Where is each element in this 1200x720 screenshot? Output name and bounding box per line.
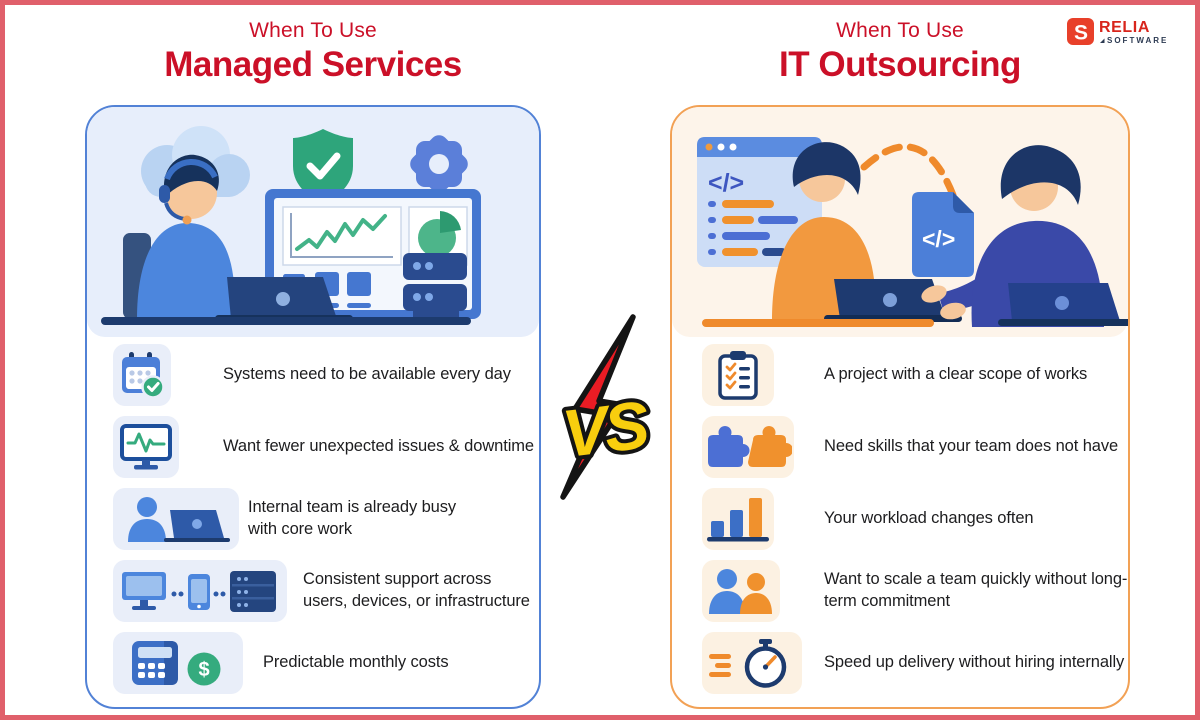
list-item-text: A project with a clear scope of works xyxy=(824,364,1088,383)
dollar-glyph: $ xyxy=(198,659,209,681)
list-item: Speed up delivery without hiring interna… xyxy=(702,631,1128,694)
stopwatch-speed-icon xyxy=(702,631,802,694)
calculator-dollar-icon: $ xyxy=(113,631,243,694)
lightning-bolt-icon xyxy=(560,314,636,500)
monitor-pulse-icon xyxy=(113,415,179,478)
list-item: Want fewer unexpected issues & downtime xyxy=(113,415,539,478)
file-code-glyph: </> xyxy=(922,226,955,252)
list-item: Your workload changes often xyxy=(702,487,1128,550)
calendar-check-icon xyxy=(113,343,171,406)
list-item-text: Your workload changes often xyxy=(824,508,1034,527)
managed-services-list: Systems need to be available every day W… xyxy=(87,337,539,694)
it-outsourcing-list: A project with a clear scope of works Ne… xyxy=(672,337,1128,694)
list-item-text: Predictable monthly costs xyxy=(263,652,449,671)
gear-icon xyxy=(410,135,468,193)
left-title: Managed Services xyxy=(164,45,462,84)
outsourcing-handoff-illustration: </> xyxy=(697,137,1128,327)
list-item: Want to scale a team quickly without lon… xyxy=(702,559,1128,622)
list-item: Systems need to be available every day xyxy=(113,343,539,406)
left-eyebrow: When To Use xyxy=(249,19,377,42)
server-stack-icon xyxy=(403,253,467,317)
vs-badge: VS xyxy=(547,311,667,506)
line-chart-icon xyxy=(295,214,387,251)
managed-services-illustration xyxy=(87,107,539,337)
pie-chart-icon xyxy=(418,211,461,257)
devices-network-icon xyxy=(113,559,287,622)
list-item-text: Internal team is already busy with core … xyxy=(248,497,457,538)
list-item: A project with a clear scope of works xyxy=(702,343,1128,406)
right-eyebrow: When To Use xyxy=(836,19,964,42)
code-file-icon: </> xyxy=(912,192,974,277)
list-item-text: Consistent support across users, devices… xyxy=(303,569,530,610)
left-title-block: When To Use Managed Services xyxy=(85,19,541,85)
puzzle-pieces-icon xyxy=(702,415,794,478)
right-title: IT Outsourcing xyxy=(779,45,1021,84)
client-person xyxy=(921,145,1128,327)
vs-label: VS xyxy=(559,387,653,472)
list-item-text: Speed up delivery without hiring interna… xyxy=(824,652,1125,671)
headset-icon xyxy=(164,158,218,181)
it-outsourcing-panel: </> xyxy=(670,105,1130,709)
relia-software-logo: S RELIA SOFTWARE xyxy=(1067,15,1179,54)
logo-tagline: SOFTWARE xyxy=(1107,36,1168,45)
support-engineer-illustration xyxy=(101,126,481,325)
logo-name: RELIA xyxy=(1099,19,1150,36)
people-pair-icon xyxy=(702,559,780,622)
shield-check-icon xyxy=(293,129,353,204)
bar-chart-icon xyxy=(702,487,774,550)
list-item-text: Want fewer unexpected issues & downtime xyxy=(223,436,534,455)
list-item-text: Want to scale a team quickly without lon… xyxy=(824,569,1128,610)
clipboard-checklist-icon xyxy=(702,343,774,406)
logo-letter: S xyxy=(1074,22,1088,45)
logo-mark-icon: S RELIA SOFTWARE xyxy=(1067,18,1168,45)
list-item: Internal team is already busy with core … xyxy=(113,487,539,550)
list-item: Consistent support across users, devices… xyxy=(113,559,539,622)
list-item-text: Systems need to be available every day xyxy=(223,364,511,383)
developer-person xyxy=(772,142,962,322)
logo-triangle-icon xyxy=(1100,38,1105,43)
desk-line xyxy=(702,319,934,327)
managed-services-panel: Systems need to be available every day W… xyxy=(85,105,541,709)
person-laptop-icon xyxy=(113,487,239,550)
desk-line xyxy=(101,317,471,325)
list-item: Need skills that your team does not have xyxy=(702,415,1128,478)
code-editor-window: </> xyxy=(697,137,822,267)
it-outsourcing-illustration: </> xyxy=(672,107,1128,337)
list-item-text: Need skills that your team does not have xyxy=(824,436,1119,455)
code-glyph: </> xyxy=(708,169,744,197)
list-item: $ Predictable monthly costs xyxy=(113,631,539,694)
right-title-block: When To Use IT Outsourcing xyxy=(670,19,1130,85)
